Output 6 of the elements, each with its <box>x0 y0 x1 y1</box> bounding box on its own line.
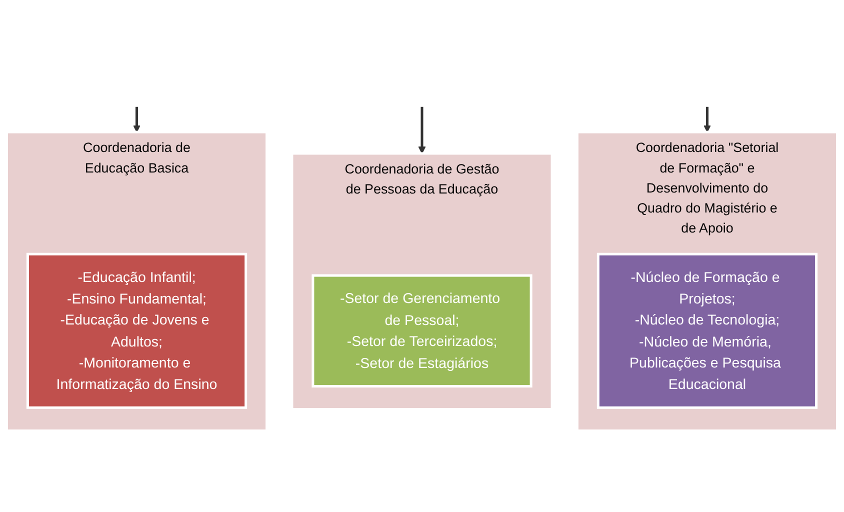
node-box: -Educação Infantil; -Ensino Fundamental; -Educação de Jovens e Adultos; -Monitoramento e Informatização do Ensino <box>26 252 248 409</box>
node-box: -Núcleo de Formação e Projetos; -Núcleo de Tecnologia; -Núcleo de Memória, Publicações e Pesquisa Educacional <box>596 252 818 409</box>
node-box: -Setor de Gerenciamento de Pessoal; -Setor de Terceirizados; -Setor de Estagiários <box>312 274 532 388</box>
arrow <box>133 106 140 132</box>
arrow <box>418 106 426 154</box>
arrow <box>704 106 711 132</box>
